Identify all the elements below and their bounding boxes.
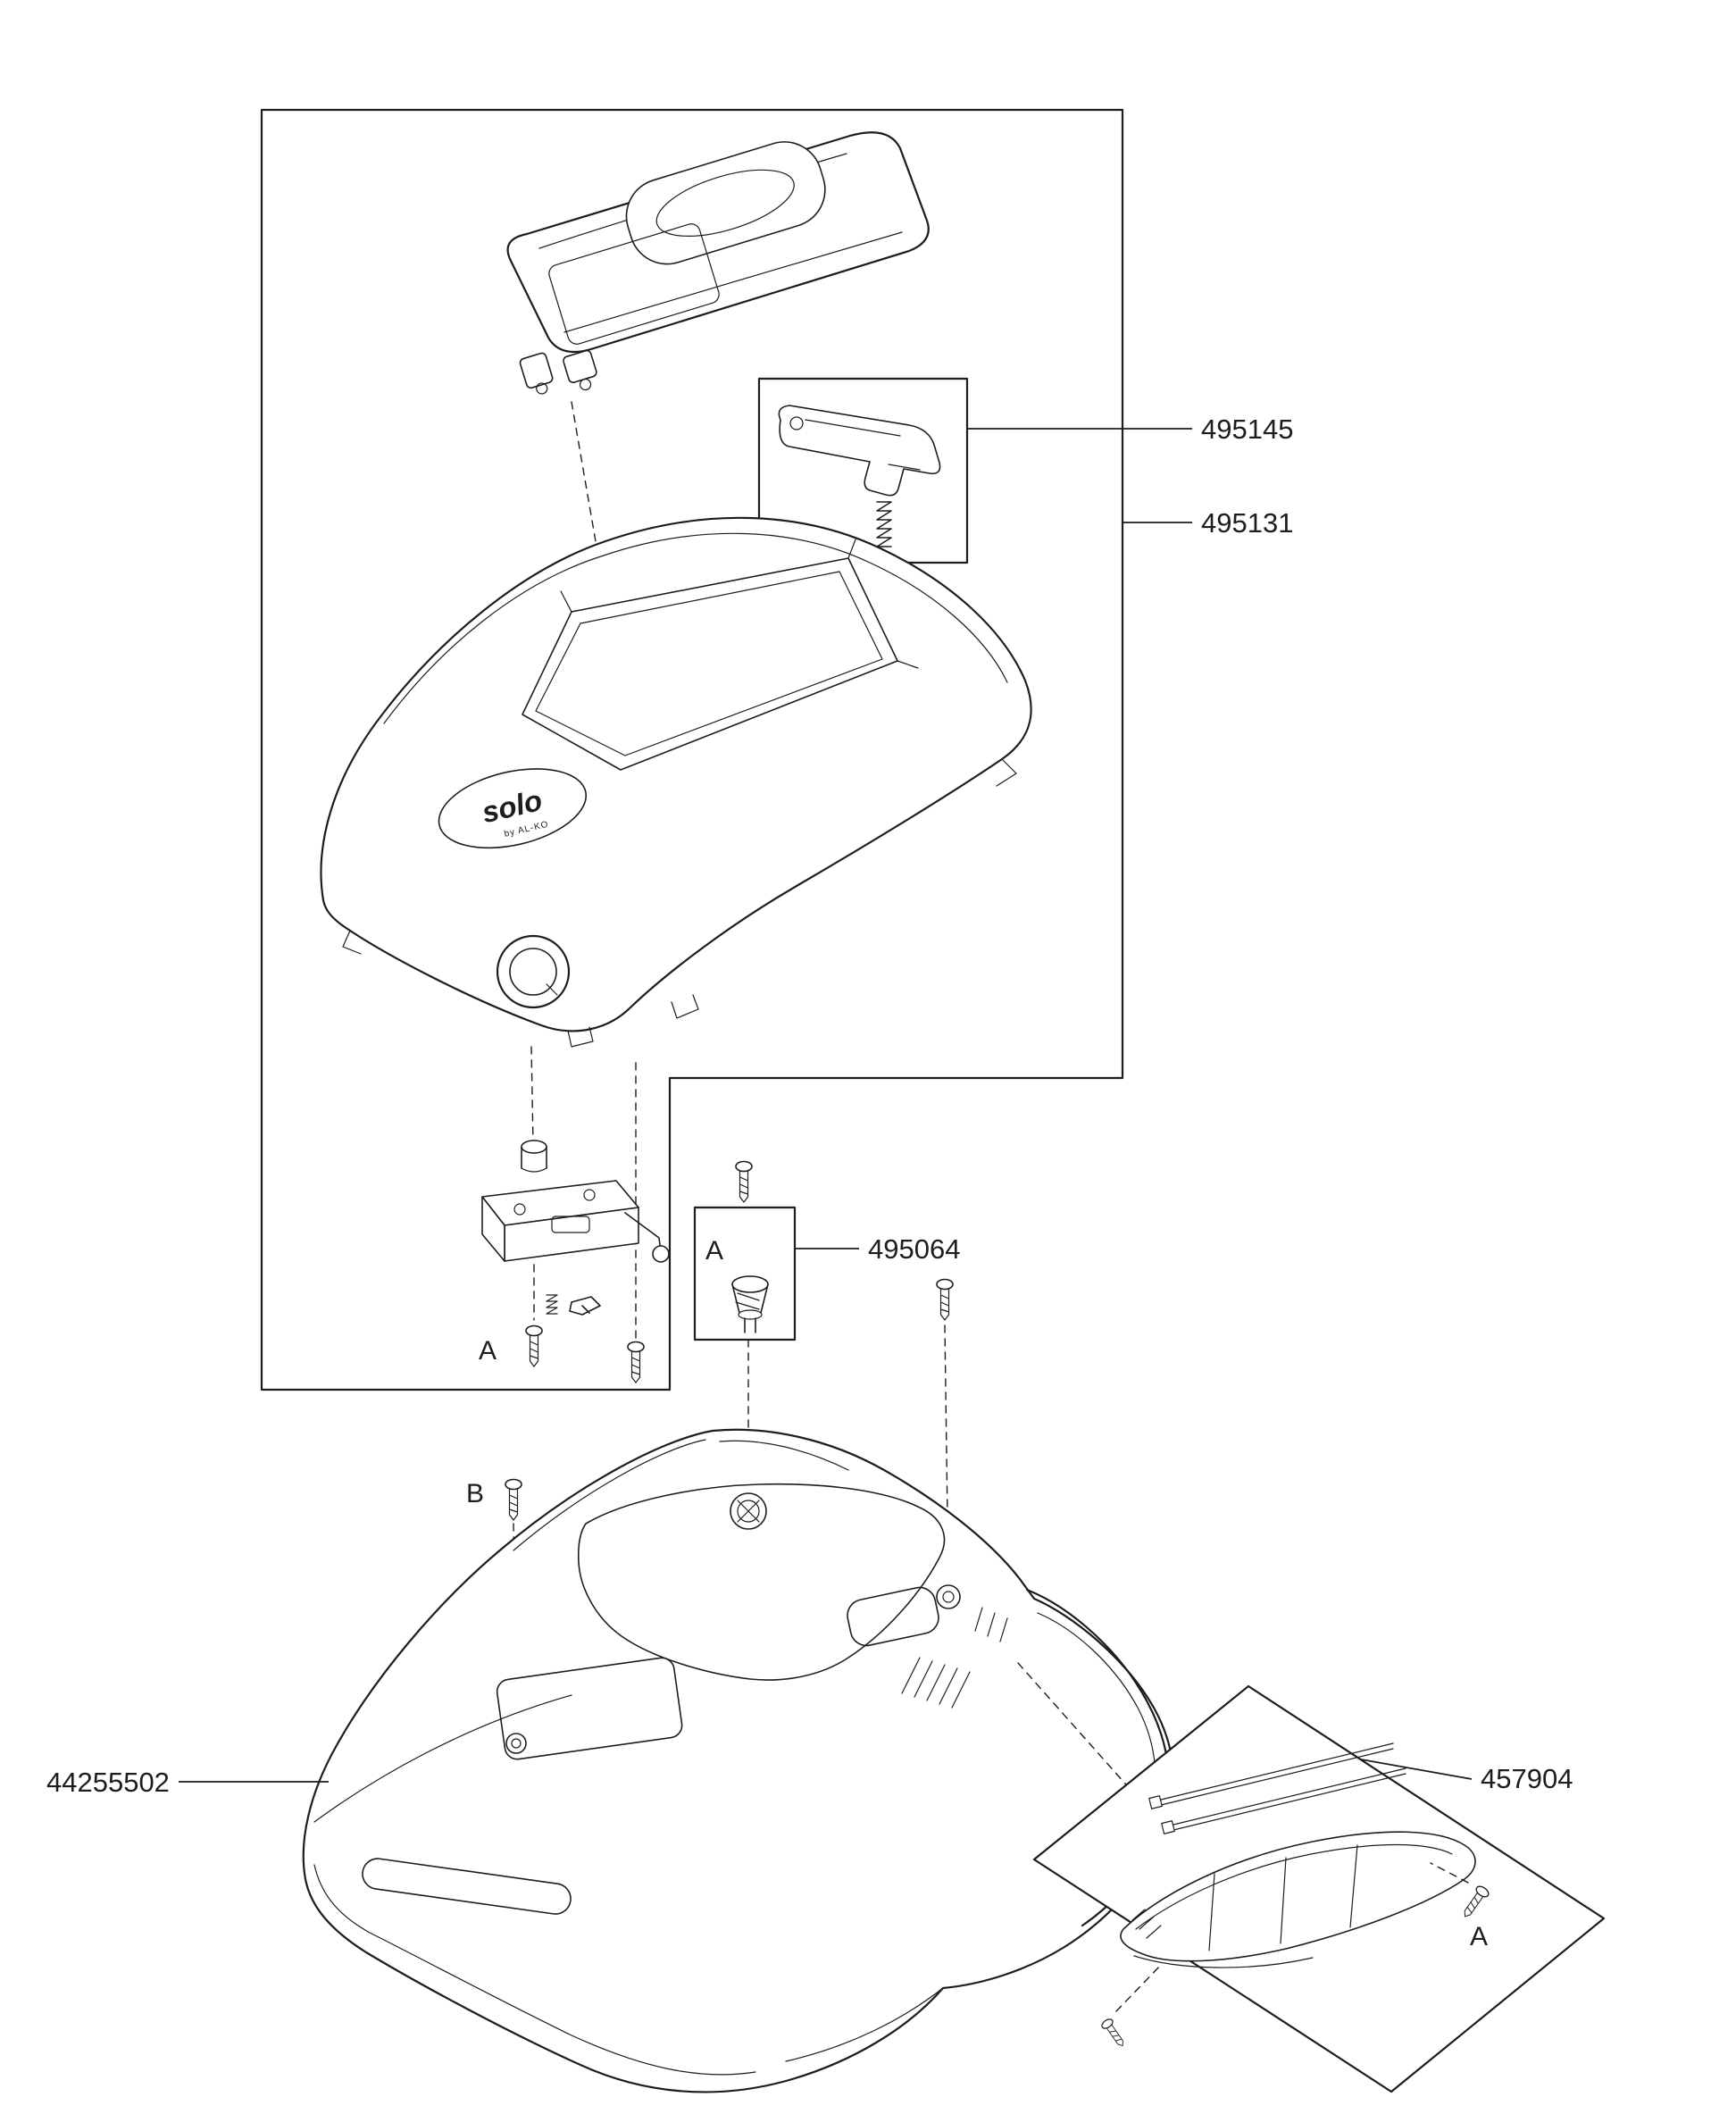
- label-495145: 495145: [1201, 414, 1293, 445]
- label-495131-group: 495131: [1123, 507, 1293, 539]
- grommet-detail-box-495064: A 495064: [693, 1160, 960, 1491]
- marker-a-latch: A: [479, 1336, 497, 1366]
- top-cover-drawing: solo by AL-KO: [320, 516, 1032, 1339]
- spring-drawing: [876, 501, 892, 547]
- latch-spring-clip-drawing: [546, 1294, 601, 1316]
- marker-a-bumper: A: [1470, 1922, 1488, 1951]
- latch-assembly-drawing: A: [479, 1140, 670, 1383]
- stop-dial-drawing: [496, 934, 571, 1009]
- label-495131: 495131: [1201, 507, 1293, 539]
- bumper-rods-drawing: [1148, 1742, 1406, 1834]
- screw-icon: [525, 1324, 543, 1367]
- bumper-detail-box-457904: A 457904: [1032, 1684, 1606, 2093]
- screw-icon: [936, 1278, 954, 1321]
- upper-assembly-frame: [260, 108, 1124, 1391]
- latch-pin-drawing: [521, 1140, 547, 1173]
- screw-icon: [505, 1478, 522, 1521]
- label-457904: 457904: [1481, 1763, 1573, 1794]
- screw-icon: [627, 1341, 645, 1383]
- latch-bracket-drawing: [481, 1180, 670, 1263]
- marker-b: B: [466, 1479, 484, 1508]
- bumper-drawing: [1120, 1831, 1476, 1968]
- label-44255502: 44255502: [46, 1767, 170, 1798]
- screw-icon: [735, 1160, 753, 1203]
- lid-hinge-tabs: [519, 349, 597, 395]
- grommet-drawing: [731, 1275, 769, 1333]
- marker-a-grommet: A: [705, 1236, 723, 1266]
- screw-icon: [1099, 2017, 1129, 2051]
- label-495145-group: 495145: [967, 414, 1293, 445]
- lid-drawing: [506, 131, 930, 547]
- latch-lever-drawing: [778, 405, 941, 497]
- chassis-drawing: 44255502: [46, 1428, 1189, 2093]
- label-495064: 495064: [868, 1233, 960, 1265]
- solo-logo: solo by AL-KO: [438, 768, 588, 849]
